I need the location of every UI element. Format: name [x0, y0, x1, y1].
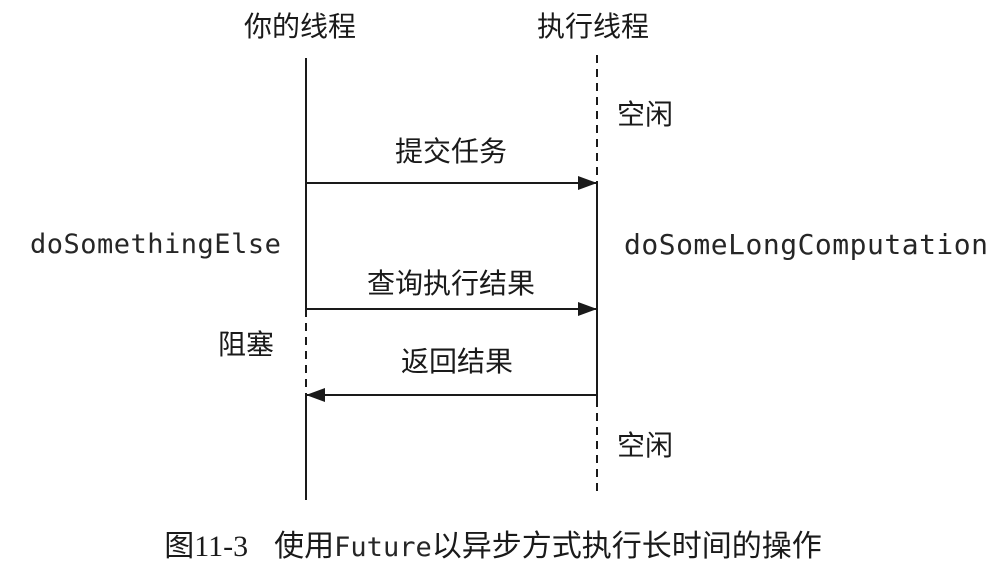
- message-arrow-query-result: [306, 302, 597, 316]
- arrow-head-right-icon: [578, 302, 597, 316]
- executor-lifeline-idle-bottom: [596, 399, 598, 493]
- message-label-query-result: 查询执行结果: [366, 269, 536, 300]
- executor-activity-label: doSomeLongComputation: [624, 228, 989, 261]
- figure-caption: 图11-3 使用Future以异步方式执行长时间的操作: [164, 528, 821, 566]
- message-label-submit-task: 提交任务: [394, 137, 508, 168]
- arrow-shaft: [306, 394, 597, 396]
- arrow-head-right-icon: [578, 176, 597, 190]
- executor-lifeline-active: [596, 183, 598, 399]
- caller-lifeline-active-bottom: [305, 395, 307, 500]
- executor-idle-bottom-label: 空闲: [617, 431, 674, 462]
- arrow-shaft: [306, 308, 597, 310]
- executor-lifeline-idle-top: [596, 55, 598, 183]
- arrow-head-left-icon: [306, 388, 325, 402]
- caller-blocked-label: 阻塞: [218, 330, 275, 361]
- message-arrow-return-result: [306, 388, 597, 402]
- actor-label-executor-thread: 执行线程: [536, 12, 650, 43]
- caption-text-after-code: 以异步方式执行长时间的操作: [431, 530, 822, 563]
- figure-number: 图11-3: [164, 530, 249, 563]
- caller-lifeline-blocked: [305, 309, 307, 395]
- caption-text-before-code: 使用: [274, 530, 335, 563]
- actor-label-your-thread: 你的线程: [243, 12, 357, 43]
- caller-activity-label: doSomethingElse: [30, 229, 282, 260]
- executor-idle-top-label: 空闲: [617, 100, 674, 131]
- arrow-shaft: [306, 182, 597, 184]
- message-label-return-result: 返回结果: [400, 347, 514, 378]
- caption-code-future: Future: [334, 532, 432, 563]
- message-arrow-submit-task: [306, 176, 597, 190]
